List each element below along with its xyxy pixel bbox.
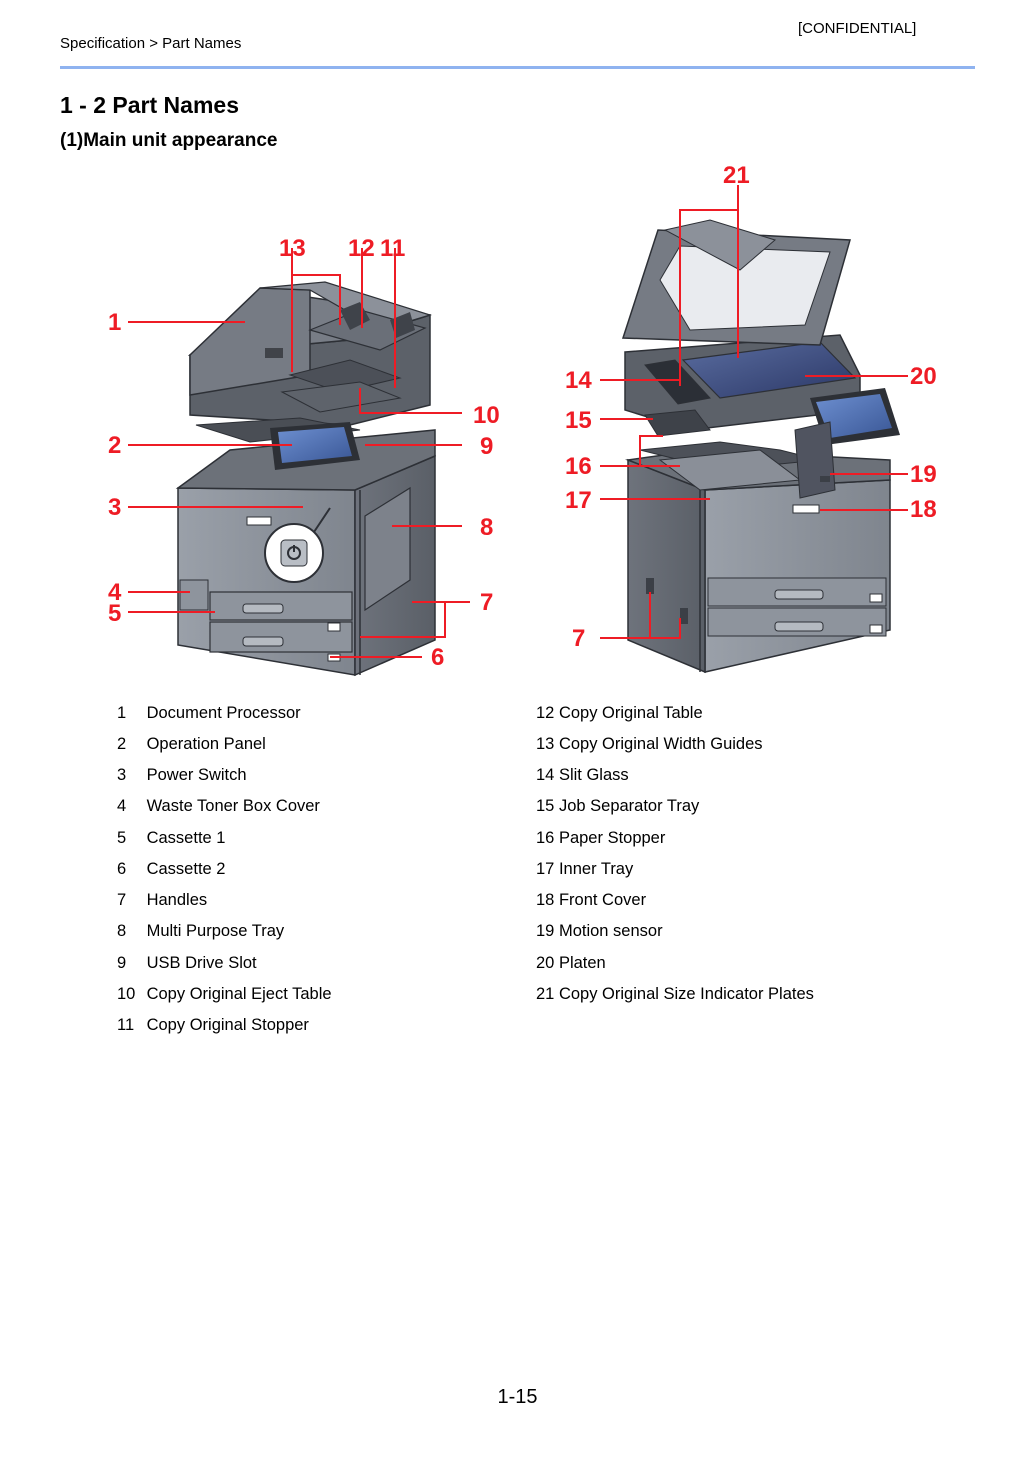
list-item: 12 Copy Original Table: [536, 704, 703, 723]
list-item: 13 Copy Original Width Guides: [536, 735, 763, 754]
list-item: 20 Platen: [536, 954, 606, 973]
part-number: 21: [536, 985, 555, 1003]
list-item: 7 Handles: [117, 891, 207, 910]
list-item: 18 Front Cover: [536, 891, 646, 910]
header-divider: [60, 66, 975, 69]
part-number: 19: [536, 922, 555, 940]
callout-4: 4: [108, 579, 122, 606]
list-item: 11 Copy Original Stopper: [117, 1016, 309, 1035]
part-number: 2: [117, 735, 127, 753]
part-number: 18: [536, 891, 555, 909]
part-number: 11: [117, 1016, 135, 1034]
part-name: Power Switch: [146, 766, 247, 784]
part-name: Copy Original Stopper: [146, 1016, 309, 1034]
part-number: 7: [117, 891, 127, 909]
right-machine-illustration: [621, 219, 900, 674]
part-number: 13: [536, 735, 555, 753]
list-item: 17 Inner Tray: [536, 860, 633, 879]
part-name: Waste Toner Box Cover: [146, 797, 320, 815]
part-name: Document Processor: [146, 704, 301, 722]
part-name: Copy Original Table: [558, 704, 703, 722]
callout-12: 12: [348, 235, 375, 262]
right-callout-lines: [600, 185, 908, 639]
list-item: 6 Cassette 2: [117, 860, 225, 879]
part-name: Slit Glass: [558, 766, 629, 784]
part-name: Front Cover: [558, 891, 647, 909]
part-name: Cassette 2: [146, 860, 226, 878]
callout-7-left: 7: [480, 589, 493, 616]
part-name: Copy Original Eject Table: [146, 985, 332, 1003]
list-item: 2 Operation Panel: [117, 735, 266, 754]
callout-18: 18: [910, 496, 937, 523]
part-name: Operation Panel: [146, 735, 266, 753]
list-item: 15 Job Separator Tray: [536, 797, 699, 816]
part-name: Job Separator Tray: [558, 797, 700, 815]
part-number: 15: [536, 797, 555, 815]
part-name: Inner Tray: [558, 860, 634, 878]
list-item: 14 Slit Glass: [536, 766, 629, 785]
callout-20: 20: [910, 363, 937, 390]
callout-1: 1: [108, 309, 121, 336]
list-item: 5 Cassette 1: [117, 829, 225, 848]
list-item: 4 Waste Toner Box Cover: [117, 797, 320, 816]
part-number: 5: [117, 829, 127, 847]
part-number: 17: [536, 860, 555, 878]
part-number: 20: [536, 954, 555, 972]
main-unit-figure: 1 2 3 4 5 6 7 8 9 10 11 12 13: [60, 160, 960, 685]
callout-14: 14: [565, 367, 592, 394]
callout-11: 11: [380, 235, 405, 262]
part-name: Copy Original Size Indicator Plates: [558, 985, 814, 1003]
left-callout-numbers: 1 2 3 4 5 6 7 8 9 10 11 12 13: [108, 235, 500, 671]
list-item: 10 Copy Original Eject Table: [117, 985, 332, 1004]
right-callout-numbers: 21 14 15 16 17 20 19 18 7: [565, 162, 937, 652]
list-item: 3 Power Switch: [117, 766, 247, 785]
callout-6: 6: [431, 644, 444, 671]
part-number: 3: [117, 766, 127, 784]
part-number: 9: [117, 954, 127, 972]
part-number: 1: [117, 704, 127, 722]
part-name: USB Drive Slot: [146, 954, 257, 972]
breadcrumb: Specification > Part Names: [60, 35, 242, 52]
part-number: 12: [536, 704, 555, 722]
part-name: Handles: [146, 891, 208, 909]
part-number: 4: [117, 797, 127, 815]
part-number: 16: [536, 829, 555, 847]
list-item: 9 USB Drive Slot: [117, 954, 257, 973]
part-name: Multi Purpose Tray: [146, 922, 285, 940]
callout-21: 21: [723, 162, 750, 189]
part-name: Copy Original Width Guides: [558, 735, 763, 753]
part-number: 6: [117, 860, 127, 878]
callout-7-right: 7: [572, 625, 585, 652]
section-title: 1 - 2 Part Names: [60, 92, 239, 118]
list-item: 16 Paper Stopper: [536, 829, 665, 848]
confidential-label: [CONFIDENTIAL]: [798, 20, 917, 37]
part-number: 14: [536, 766, 555, 784]
part-name: Paper Stopper: [558, 829, 666, 847]
part-number: 8: [117, 922, 127, 940]
callout-3: 3: [108, 494, 121, 521]
callout-16: 16: [565, 453, 592, 480]
part-number: 10: [117, 985, 136, 1003]
callout-15: 15: [565, 407, 592, 434]
callout-2: 2: [108, 432, 121, 459]
callout-17: 17: [565, 487, 592, 514]
callout-13: 13: [279, 235, 306, 262]
page-number: 1-15: [497, 1386, 538, 1408]
part-name: Cassette 1: [146, 829, 226, 847]
list-item: 8 Multi Purpose Tray: [117, 922, 284, 941]
callout-19: 19: [910, 461, 937, 488]
machine-illustrations: 1 2 3 4 5 6 7 8 9 10 11 12 13: [108, 162, 937, 677]
part-name: Platen: [558, 954, 606, 972]
list-item: 21 Copy Original Size Indicator Plates: [536, 985, 814, 1004]
left-callout-lines: [128, 248, 470, 658]
list-item: 19 Motion sensor: [536, 922, 663, 941]
callout-5: 5: [108, 600, 121, 627]
callout-10: 10: [473, 402, 500, 429]
callout-9: 9: [480, 433, 493, 460]
subsection-title: (1)Main unit appearance: [60, 130, 278, 151]
list-item: 1 Document Processor: [117, 704, 301, 723]
left-machine-illustration: [175, 281, 436, 677]
part-name: Motion sensor: [558, 922, 663, 940]
callout-8: 8: [480, 514, 493, 541]
